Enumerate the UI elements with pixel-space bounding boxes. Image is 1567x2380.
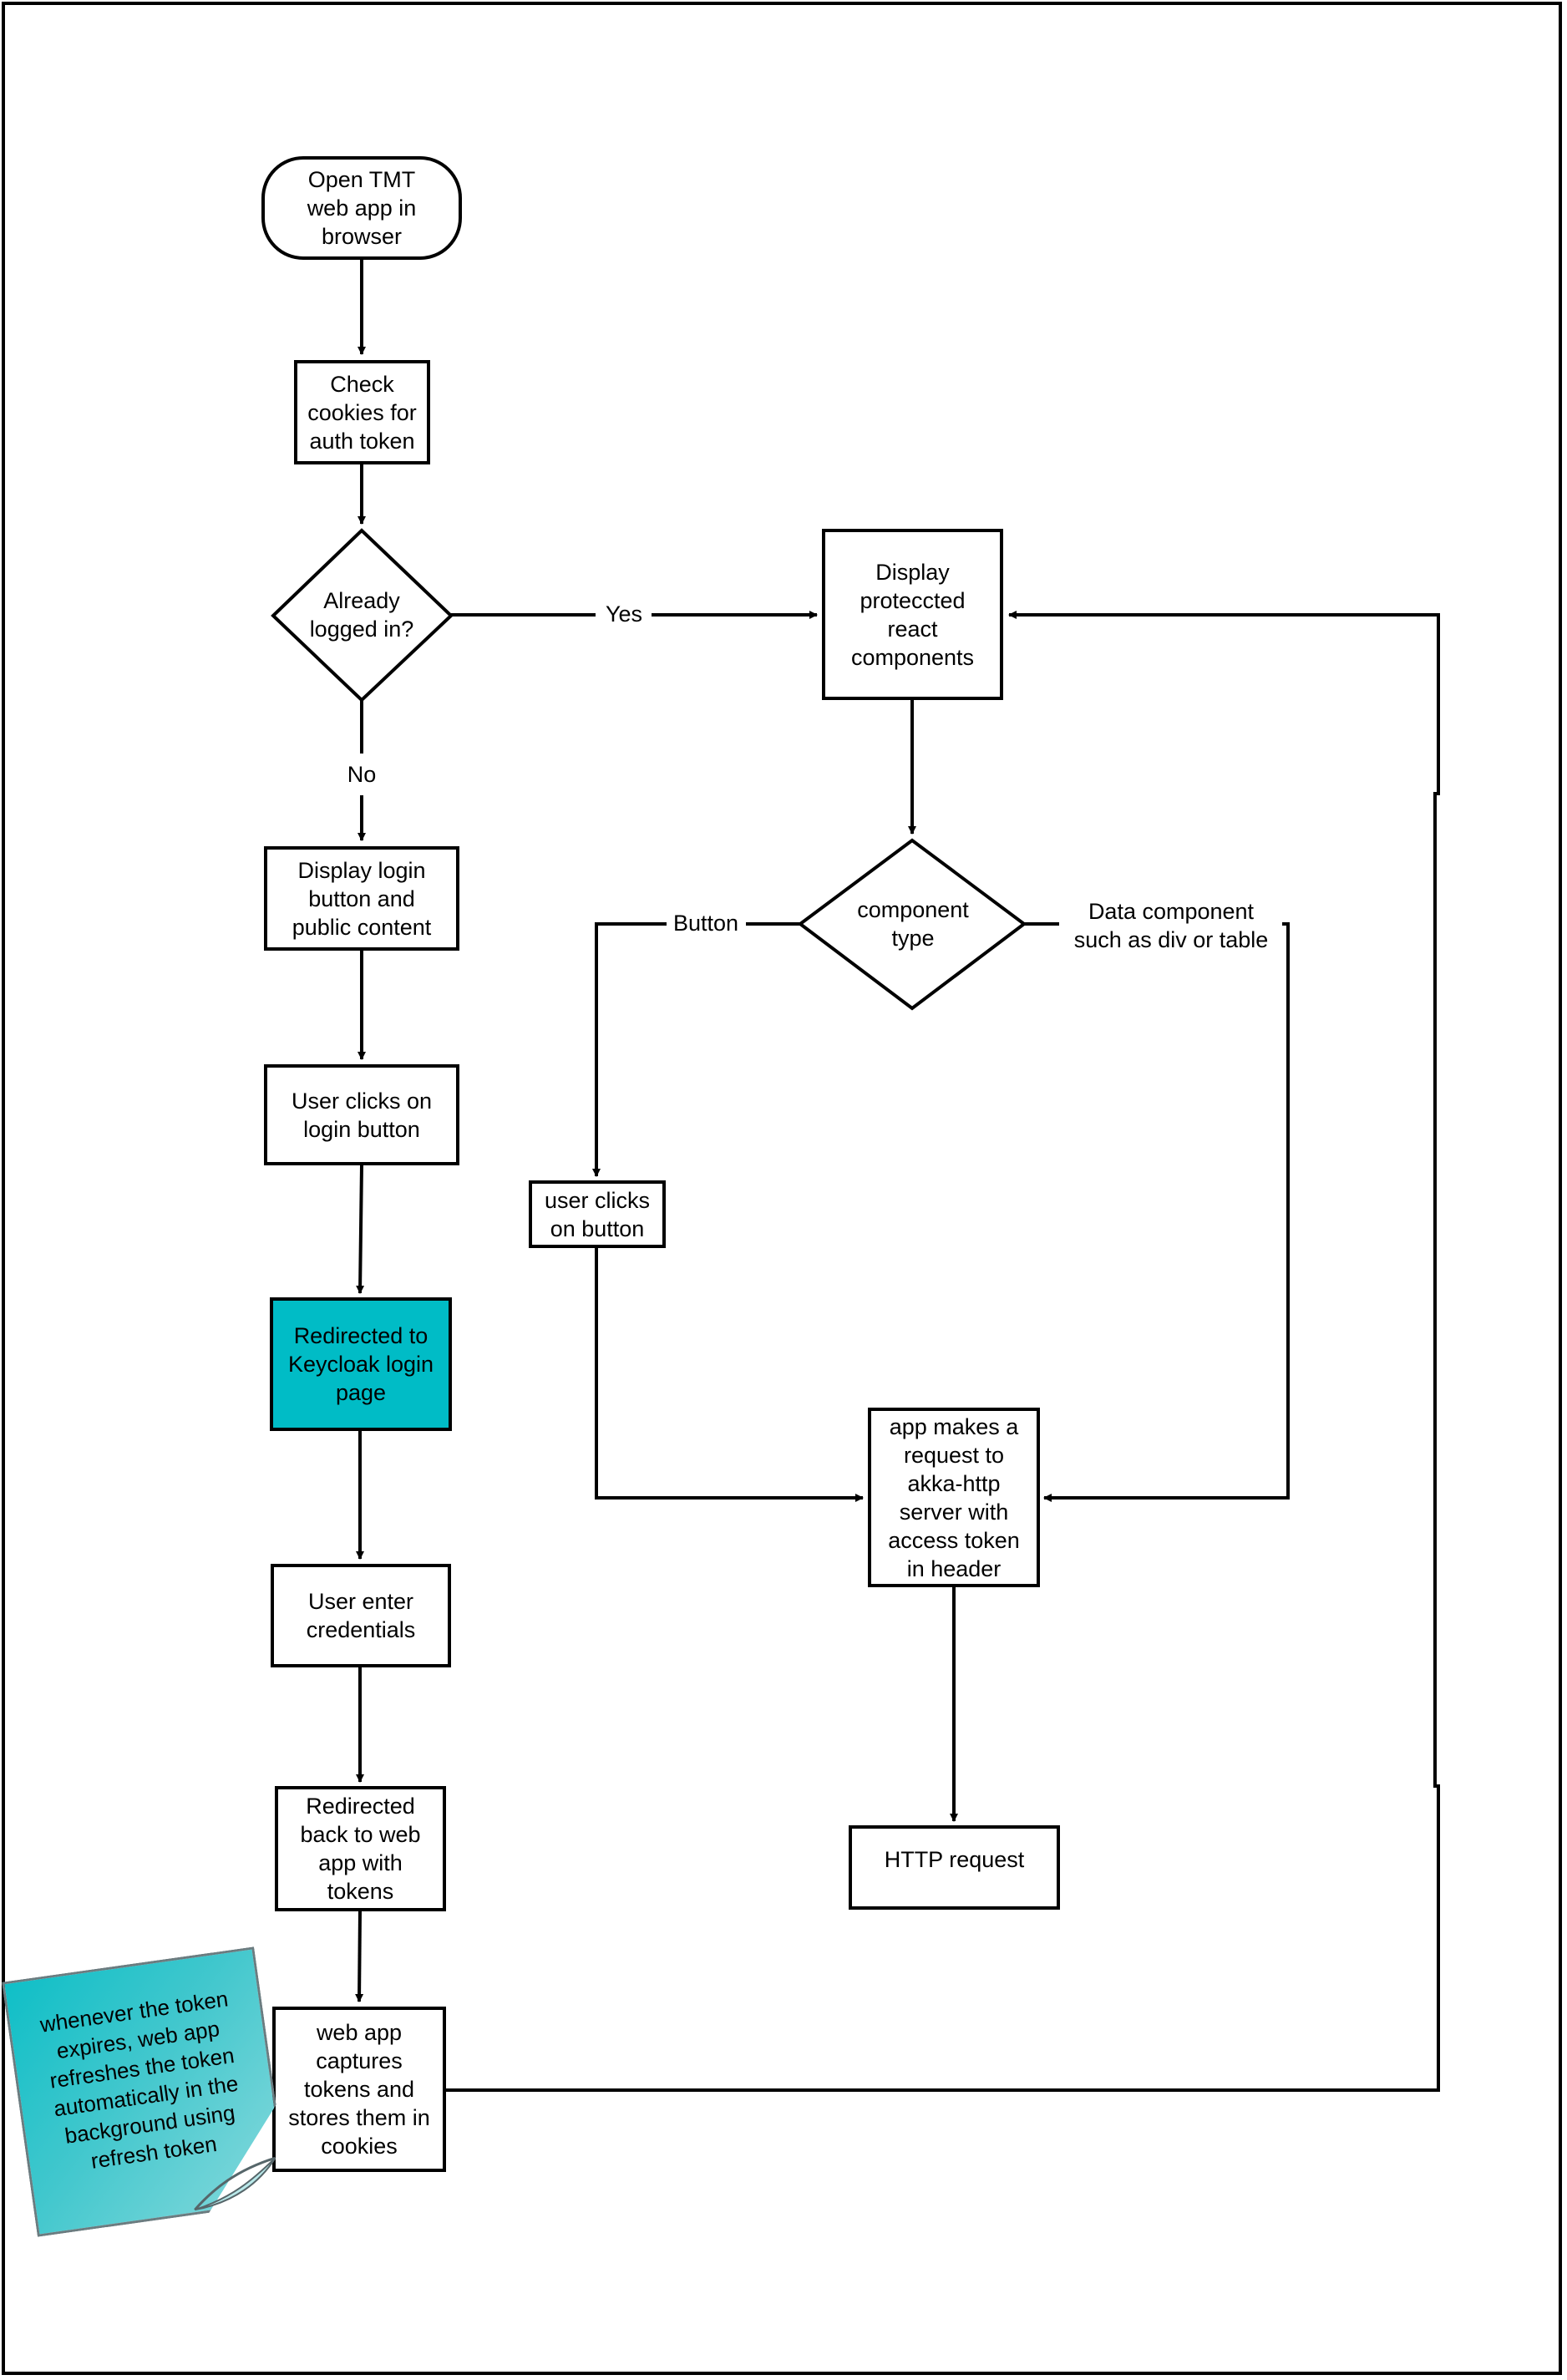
edge-data-branch-b [1043,922,1290,1502]
process-check-cookies: Check cookies for auth token [294,360,430,464]
process-app-makes-request: app makes a request to akka-http server … [868,1408,1040,1587]
edge-clicks-to-keycloak [356,1165,365,1294]
process-display-login: Display login button and public content [264,846,459,951]
edge-label-yes: Yes [598,600,650,628]
edge-captures-loop-back [446,611,1440,2092]
decision-component-type-label: component type [857,897,969,951]
page-curl-icon [194,2156,276,2211]
edge-label-button: Button [667,909,745,937]
start-open-app: Open TMT web app in browser [261,156,462,260]
process-web-app-captures: web app captures tokens and stores them … [272,2007,446,2172]
process-redirected-back: Redirected back to web app with tokens [275,1786,446,1911]
process-display-protected: Display proteccted react components [822,529,1003,700]
sticky-note: whenever the token expires, web app refr… [2,1946,290,2236]
sticky-note-text: whenever the token expires, web app refr… [38,1986,240,2174]
edge-label-no: No [340,760,383,789]
process-user-clicks-login: User clicks on login button [264,1064,459,1165]
terminal-http-request: HTTP request [849,1825,1060,1910]
component-type-diamond [797,838,1027,1011]
edge-label-data-component: Data component such as div or table [1061,897,1281,954]
decision-already-logged-in-label: Already logged in? [309,588,414,642]
edge-button-branch-b [592,922,667,1177]
process-redirected-keycloak: Redirected to Keycloak login page [270,1297,452,1431]
edge-redirected-back-to-captures [355,1911,364,2002]
process-user-enter-credentials: User enter credentials [271,1564,451,1667]
process-user-clicks-button: user clicks on button [529,1180,666,1248]
edge-user-clicks-to-request [595,1248,864,1502]
